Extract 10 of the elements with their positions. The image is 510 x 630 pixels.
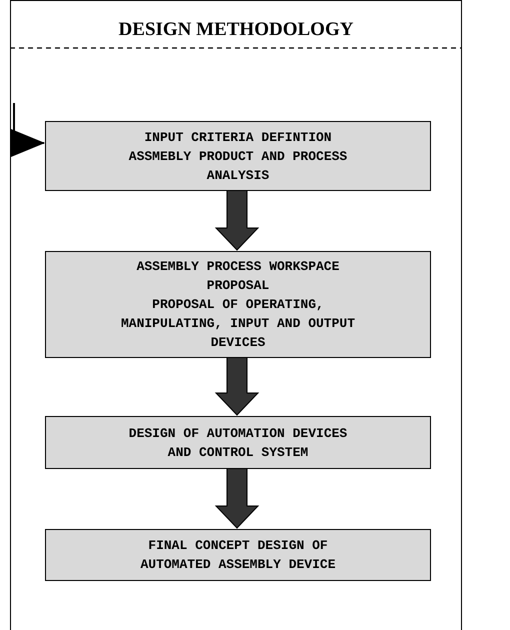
process-box: DESIGN OF AUTOMATION DEVICES AND CONTROL SYSTEM (45, 416, 431, 469)
block-arrow (214, 356, 260, 416)
block-arrow (214, 468, 260, 529)
process-box: ASSEMBLY PROCESS WORKSPACE PROPOSAL PROPOSAL OF OPERATING, MANIPULATING, INPUT AND OUTPUT DEVICES (45, 251, 431, 358)
process-box: INPUT CRITERIA DEFINTION ASSMEBLY PRODUCT AND PROCESS ANALYSIS (45, 121, 431, 191)
block-arrow (214, 190, 260, 251)
arrow (11, 103, 45, 157)
frame-panel (10, 0, 462, 630)
frame-heading: DESIGN METHODOLOGY (118, 19, 354, 41)
process-box: FINAL CONCEPT DESIGN OF AUTOMATED ASSEMBLY DEVICE (45, 529, 431, 581)
